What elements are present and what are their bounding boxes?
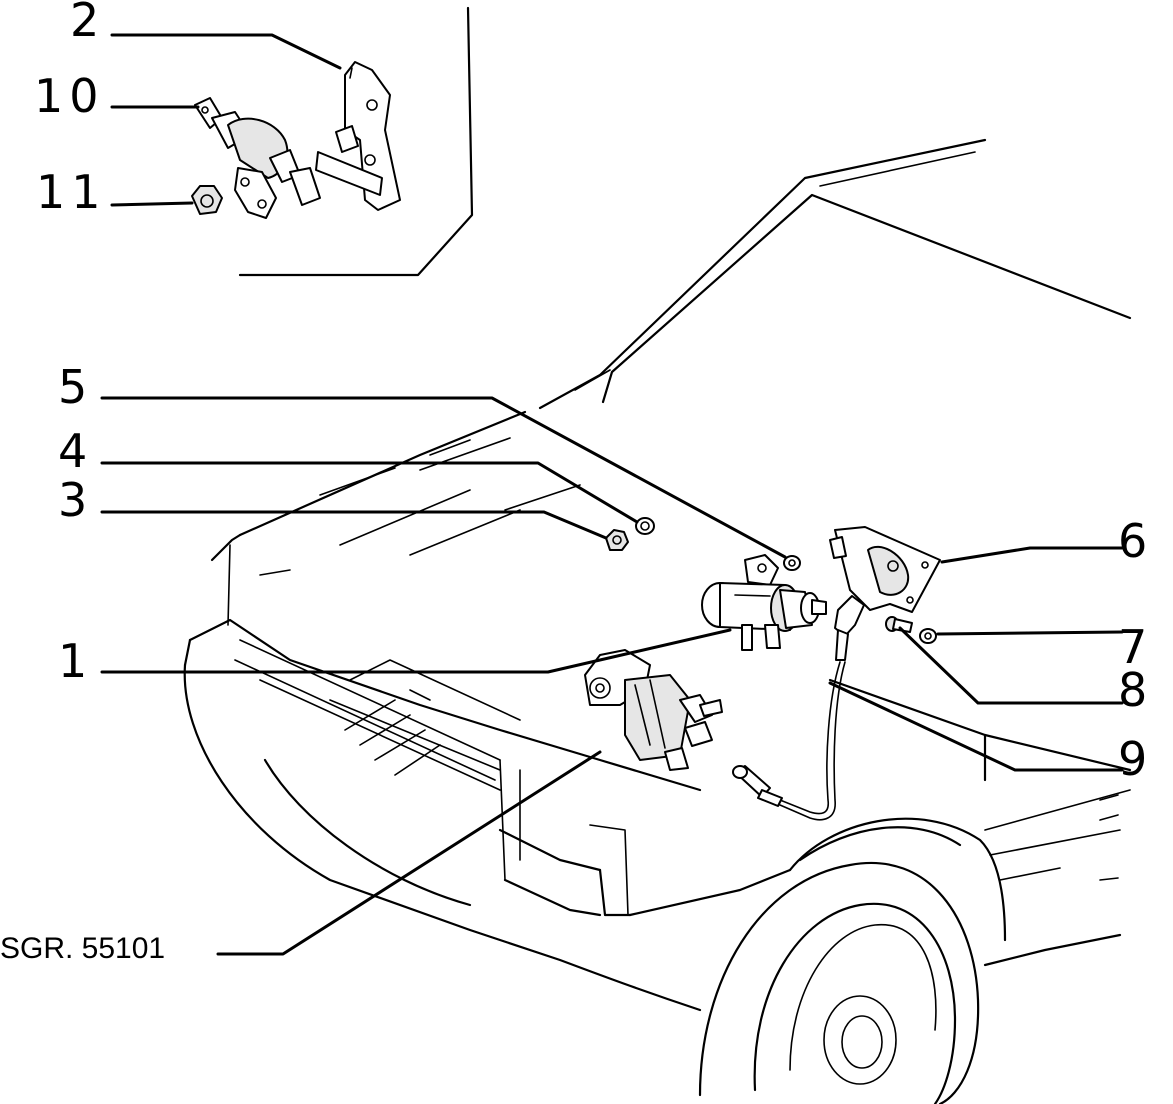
callout-4: 4 — [58, 424, 87, 478]
leader-5 — [100, 396, 787, 559]
reference-label: SGR. 55101 — [0, 932, 165, 965]
callout-9: 9 — [1118, 732, 1147, 786]
car-body-outline — [183, 138, 1132, 1104]
leader-7 — [936, 630, 1124, 636]
part-7-nut — [919, 628, 937, 644]
part-10-sensor — [194, 97, 321, 219]
part-1-ignition-coil — [701, 554, 827, 651]
callout-labels: 2 10 11 5 4 3 1 6 7 8 9 SGR. 55101 — [0, 0, 1147, 965]
part-5-nut — [783, 555, 801, 571]
part-3-nut — [605, 529, 629, 551]
part-11-nut — [191, 185, 223, 215]
leader-4 — [100, 461, 639, 524]
callout-5: 5 — [58, 360, 87, 414]
inset-frame — [238, 6, 474, 277]
callout-2: 2 — [70, 0, 99, 47]
leader-3 — [100, 510, 608, 540]
leader-9 — [828, 681, 1124, 772]
leader-11 — [110, 201, 194, 207]
distributor-reference-part — [584, 649, 723, 771]
part-9-ht-lead — [732, 595, 865, 821]
leader-8 — [898, 626, 1124, 705]
part-6-bracket — [829, 526, 941, 613]
part-4-washer — [635, 517, 655, 535]
leader-6 — [940, 546, 1124, 564]
leader-1 — [100, 628, 732, 674]
callout-8: 8 — [1118, 663, 1147, 717]
callout-1: 1 — [58, 634, 87, 688]
callout-7: 7 — [1118, 620, 1147, 674]
leader-2 — [110, 33, 342, 70]
callout-6: 6 — [1118, 514, 1147, 568]
callout-3: 3 — [58, 473, 87, 527]
callout-10: 10 — [34, 69, 105, 123]
part-8-bolt — [885, 616, 913, 633]
part-2-bracket — [315, 61, 401, 211]
callout-11: 11 — [36, 165, 107, 219]
leader-lines — [100, 33, 1124, 956]
leader-sgr — [216, 750, 602, 956]
